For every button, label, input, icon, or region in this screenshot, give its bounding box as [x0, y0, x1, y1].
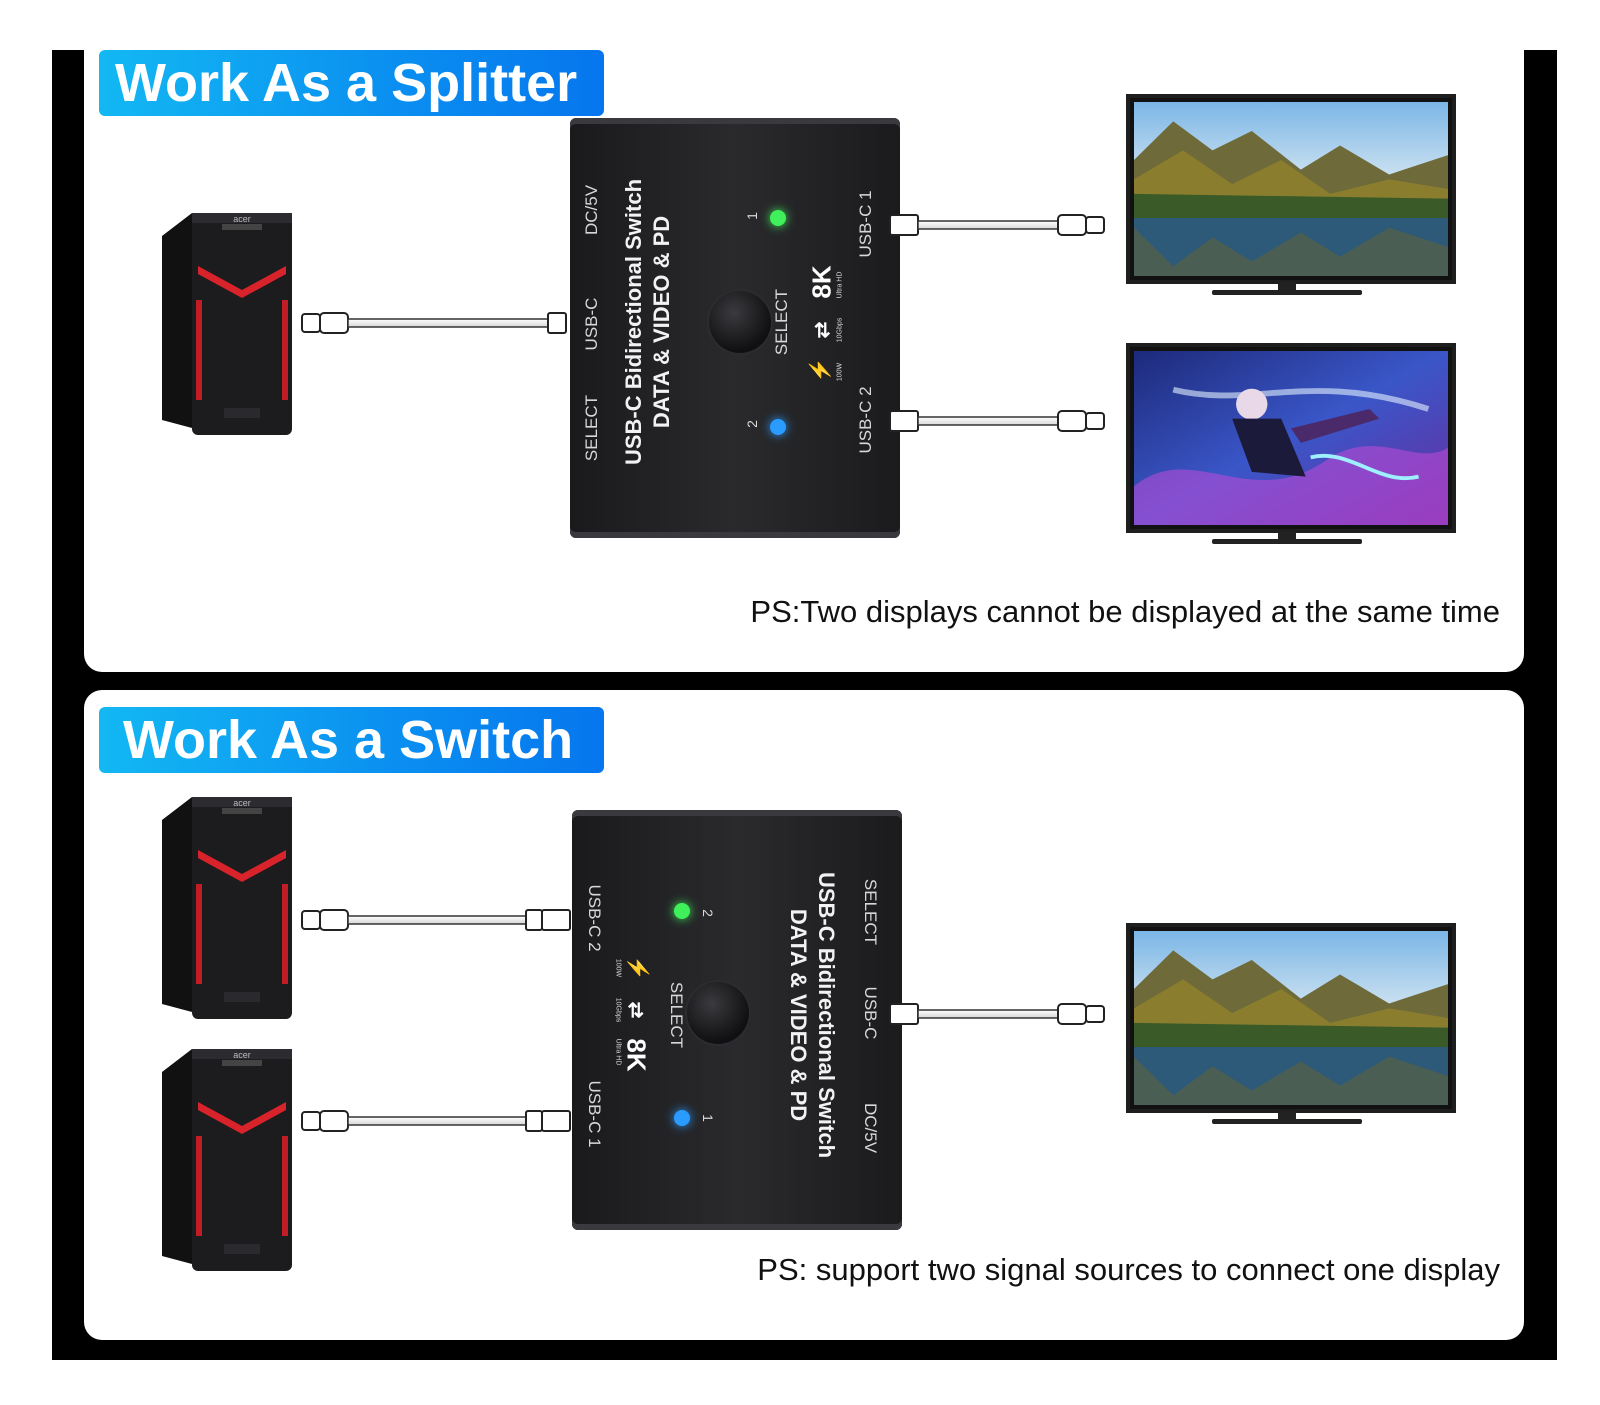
- led-blue-indicator: [674, 1110, 690, 1126]
- device-title: USB-C Bidirectional Switch: [621, 178, 646, 466]
- switch-note: PS: support two signal sources to connec…: [757, 1252, 1500, 1287]
- pc-brand: acer: [233, 214, 251, 224]
- splitter-note: PS:Two displays cannot be displayed at t…: [750, 594, 1500, 629]
- device-subtitle: DATA & VIDEO & PD: [649, 215, 674, 429]
- port-in1-label: USB-C 1: [585, 1080, 604, 1148]
- splitter-title-badge: Work As a Splitter: [99, 50, 604, 116]
- lightning-icon: ⚡: [809, 357, 832, 383]
- select-center-label: SELECT: [667, 981, 686, 1049]
- lightning-icon: ⚡: [626, 955, 649, 981]
- switch-title: Work As a Switch: [123, 710, 574, 770]
- monitor-display: [1126, 923, 1456, 1113]
- led1-label: 1: [744, 212, 760, 220]
- select-label: SELECT: [861, 878, 880, 946]
- usb-c-cable: [300, 1106, 572, 1141]
- port-dc-label: DC/5V: [861, 1102, 880, 1154]
- spec-power: 100W: [614, 958, 622, 978]
- monitor-stand: [1212, 531, 1362, 545]
- usb-c-cable: [888, 210, 1120, 245]
- usb-c-cable: [888, 406, 1120, 441]
- data-arrows-icon: ⇄: [811, 321, 834, 339]
- monitor-stand: [1212, 1111, 1362, 1125]
- pc-brand: acer: [233, 798, 251, 808]
- select-button[interactable]: [709, 291, 771, 353]
- game-character-image: [1134, 351, 1448, 525]
- port-out1-label: USB-C 1: [856, 190, 875, 258]
- pc-brand: acer: [233, 1050, 251, 1060]
- spec-power: 100W: [836, 362, 844, 382]
- port-usbc-label: USB-C: [861, 986, 880, 1040]
- switch-title-badge: Work As a Switch: [99, 707, 604, 773]
- mountain-landscape-image: [1134, 102, 1448, 276]
- led2-label: 2: [700, 909, 716, 917]
- spec-8k: 8K: [806, 265, 837, 299]
- monitor-display: [1126, 343, 1456, 533]
- splitter-title: Work As a Splitter: [115, 53, 578, 113]
- data-arrows-icon: ⇄: [624, 1001, 647, 1019]
- port-in2-label: USB-C 2: [585, 884, 604, 952]
- spec-uhd: Ultra HD: [836, 271, 844, 299]
- led-green-indicator: [770, 210, 786, 226]
- device-subtitle: DATA & VIDEO & PD: [786, 908, 811, 1122]
- led-green-indicator: [674, 903, 690, 919]
- led-blue-indicator: [770, 419, 786, 435]
- usb-c-cable: [888, 999, 1120, 1034]
- port-out2-label: USB-C 2: [856, 386, 875, 454]
- spec-speed: 10Gbps: [836, 317, 844, 343]
- pc-tower: acer: [162, 792, 297, 1022]
- select-button[interactable]: [687, 982, 749, 1044]
- led2-label: 2: [744, 420, 760, 428]
- led1-label: 1: [700, 1114, 716, 1122]
- device-title: USB-C Bidirectional Switch: [814, 871, 839, 1159]
- spec-speed: 10Gbps: [614, 997, 622, 1023]
- mountain-landscape-image: [1134, 931, 1448, 1105]
- monitor-display: [1126, 94, 1456, 284]
- select-center-label: SELECT: [772, 288, 791, 356]
- select-label: SELECT: [582, 394, 601, 462]
- usb-c-cable: [300, 905, 572, 940]
- usb-c-cable: [300, 308, 570, 343]
- port-usbc-label: USB-C: [582, 297, 601, 351]
- pc-tower: acer: [162, 1044, 297, 1274]
- port-dc-label: DC/5V: [582, 184, 601, 236]
- pc-tower: acer: [162, 208, 297, 438]
- monitor-stand: [1212, 282, 1362, 296]
- spec-8k: 8K: [621, 1038, 652, 1072]
